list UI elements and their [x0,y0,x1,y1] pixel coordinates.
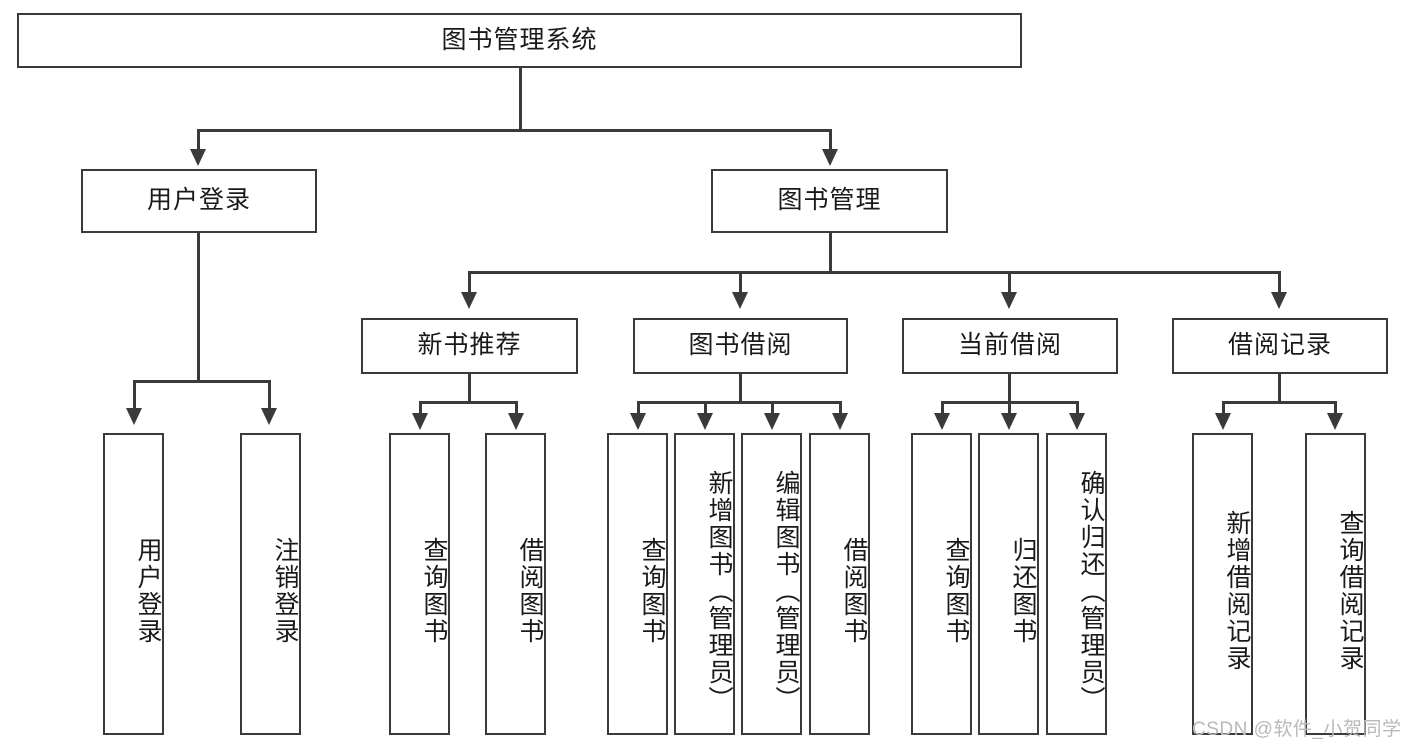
connector-book-manage-to-l3-2 [739,271,742,295]
arrowhead-book-manage-to-l3-2 [732,292,748,309]
node-label: 确认归还（管理员） [1077,469,1105,713]
connector-book-manage-bus [468,271,1280,274]
node-label: 图书管理 [777,186,882,215]
arrowhead-current-borrow-to-leaf-3 [1069,413,1085,430]
connector-user-login-to-leaf-1 [133,380,136,411]
node-label: 注销登录 [271,537,299,645]
connector-book-borrow-to-leaf-4 [839,401,842,416]
node-label: 借阅记录 [1227,331,1332,360]
arrowhead-borrow-record-to-leaf-1 [1215,413,1231,430]
node-label: 查询图书 [942,537,970,645]
connector-book-manage-stem [829,233,832,273]
connector-borrow-record-to-leaf-2 [1334,401,1337,416]
node-label: 用户登录 [146,186,251,215]
node-book-borrow[interactable]: 图书借阅 [633,318,848,374]
node-label: 新书推荐 [417,331,522,360]
connector-book-manage-to-l3-1 [468,271,471,295]
node-current-borrow[interactable]: 当前借阅 [902,318,1118,374]
connector-root-stem [519,68,522,131]
leaf-user-login-user-login[interactable]: 用户登录 [103,433,164,735]
connector-book-borrow-bus [637,401,839,404]
node-label: 借阅图书 [840,537,868,645]
connector-borrow-record-to-leaf-1 [1222,401,1225,416]
node-root-system[interactable]: 图书管理系统 [17,13,1022,68]
connector-book-borrow-to-leaf-3 [771,401,774,416]
arrowhead-current-borrow-to-leaf-1 [934,413,950,430]
arrowhead-root-to-user-login [190,149,206,166]
leaf-new-book-query-book[interactable]: 查询图书 [389,433,450,735]
node-label: 编辑图书（管理员） [772,469,800,713]
arrowhead-user-login-to-leaf-1 [126,408,142,425]
connector-book-manage-to-l3-3 [1008,271,1011,295]
arrowhead-current-borrow-to-leaf-2 [1001,413,1017,430]
node-label: 新增图书（管理员） [705,469,733,713]
connector-book-borrow-to-leaf-1 [637,401,640,416]
connector-current-borrow-to-leaf-3 [1076,401,1079,416]
arrowhead-root-to-book-manage [822,149,838,166]
leaf-new-book-borrow-book[interactable]: 借阅图书 [485,433,546,735]
arrowhead-book-borrow-to-leaf-2 [697,413,713,430]
node-label: 查询借阅记录 [1336,510,1364,672]
arrowhead-book-borrow-to-leaf-1 [630,413,646,430]
leaf-user-login-logout[interactable]: 注销登录 [240,433,301,735]
connector-new-book-to-leaf-1 [419,401,422,416]
node-label: 查询图书 [638,537,666,645]
connector-new-book-to-leaf-2 [515,401,518,416]
arrowhead-book-borrow-to-leaf-4 [832,413,848,430]
node-label: 当前借阅 [957,331,1062,360]
arrowhead-borrow-record-to-leaf-2 [1327,413,1343,430]
connector-book-borrow-stem [739,374,742,403]
node-user-login[interactable]: 用户登录 [81,169,317,233]
leaf-current-borrow-confirm-return-admin[interactable]: 确认归还（管理员） [1046,433,1107,735]
arrowhead-new-book-to-leaf-1 [412,413,428,430]
connector-root-bus [197,129,831,132]
node-new-book-recommend[interactable]: 新书推荐 [361,318,578,374]
connector-borrow-record-stem [1278,374,1281,403]
connector-current-borrow-to-leaf-1 [941,401,944,416]
connector-new-book-bus [419,401,517,404]
connector-current-borrow-to-leaf-2 [1008,401,1011,416]
node-label: 查询图书 [420,537,448,645]
leaf-current-borrow-return-book[interactable]: 归还图书 [978,433,1039,735]
arrowhead-book-manage-to-l3-4 [1271,292,1287,309]
arrowhead-book-borrow-to-leaf-3 [764,413,780,430]
leaf-book-borrow-query-book[interactable]: 查询图书 [607,433,668,735]
node-label: 图书管理系统 [441,25,598,54]
leaf-borrow-record-add-record[interactable]: 新增借阅记录 [1192,433,1253,735]
arrowhead-new-book-to-leaf-2 [508,413,524,430]
leaf-book-borrow-borrow-book[interactable]: 借阅图书 [809,433,870,735]
connector-borrow-record-bus [1222,401,1336,404]
node-label: 用户登录 [134,537,162,645]
connector-book-manage-to-l3-4 [1278,271,1281,295]
node-borrow-record[interactable]: 借阅记录 [1172,318,1388,374]
leaf-book-borrow-edit-book-admin[interactable]: 编辑图书（管理员） [741,433,802,735]
leaf-book-borrow-add-book-admin[interactable]: 新增图书（管理员） [674,433,735,735]
node-label: 归还图书 [1009,537,1037,645]
leaf-borrow-record-query-record[interactable]: 查询借阅记录 [1305,433,1366,735]
node-book-management[interactable]: 图书管理 [711,169,948,233]
node-label: 新增借阅记录 [1223,510,1251,672]
arrowhead-book-manage-to-l3-3 [1001,292,1017,309]
connector-user-login-stem [197,233,200,382]
connector-root-to-book-manage [829,129,832,151]
arrowhead-user-login-to-leaf-2 [261,408,277,425]
connector-new-book-stem [468,374,471,403]
connector-current-borrow-stem [1008,374,1011,403]
leaf-current-borrow-query-book[interactable]: 查询图书 [911,433,972,735]
connector-root-to-user-login [197,129,200,151]
arrowhead-book-manage-to-l3-1 [461,292,477,309]
node-label: 借阅图书 [516,537,544,645]
connector-book-borrow-to-leaf-2 [704,401,707,416]
connector-user-login-to-leaf-2 [268,380,271,411]
node-label: 图书借阅 [688,331,793,360]
connector-user-login-bus [133,380,270,383]
